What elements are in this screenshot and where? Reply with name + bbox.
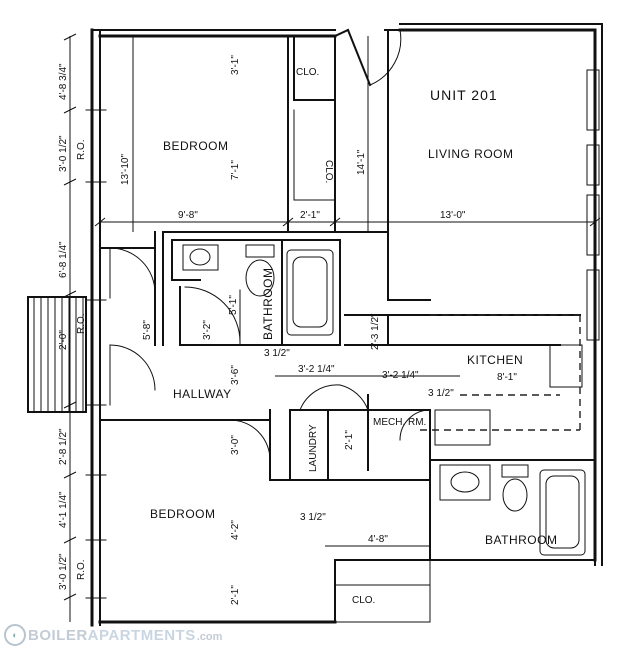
laundry-label: LAUNDRY [308, 424, 319, 472]
bedroom-top-label: BEDROOM [163, 139, 229, 153]
dim-left-3: 6'-8 1/4" [58, 241, 69, 278]
dim-bed2-4-2: 4'-2" [230, 520, 241, 540]
dim-living-height: 14'-1" [356, 149, 367, 175]
logo-ring-icon: ◐ [4, 624, 26, 646]
dimension-labels: 9'-8" 2'-1" 13'-0" 8'-1" 3'-2 1/4" 3'-2 … [58, 55, 517, 605]
bedroom-doors [99, 247, 271, 421]
bathroom-right-label: BATHROOM [485, 533, 557, 547]
exterior-walls [90, 23, 603, 627]
dim-bed2-3-0: 3'-0" [230, 435, 241, 455]
dim-bed-height: 13'-10" [120, 154, 131, 185]
dim-clo-7-1: 7'-1" [230, 160, 241, 180]
dim-left-7-ro: R.O. [76, 559, 87, 580]
bedroom-bottom-label: BEDROOM [150, 507, 216, 521]
dim-bed2-2-1: 2'-1" [230, 585, 241, 605]
kitchen-walls [344, 299, 583, 446]
closet-bottom-label: CLO. [352, 595, 375, 606]
dim-left-7: 3'-0 1/2" [58, 553, 69, 590]
unit-title: UNIT 201 [430, 87, 498, 103]
dim-hall-3-6: 3'-6" [230, 365, 241, 385]
closet-top-small-label: CLO. [296, 67, 319, 78]
kitchen-label: KITCHEN [467, 353, 523, 367]
laundry-mech-walls [269, 384, 431, 561]
dim-living-width: 13'-0" [440, 210, 466, 221]
dim-left-4: 2'-0" [58, 330, 69, 350]
living-room-walls [334, 29, 389, 301]
dim-left-4-ro: R.O. [76, 313, 87, 334]
dim-kitchen-8-1: 8'-1" [497, 372, 517, 383]
right-window-marks [586, 69, 600, 341]
left-window-marks [85, 109, 107, 599]
watermark-logo: ◐ BOILERAPARTMENTS .com [4, 622, 222, 648]
closet-top-tall-label: CLO. [323, 160, 334, 183]
bathroom-center-walls [171, 239, 341, 346]
closets-top [287, 35, 336, 233]
dim-mech-2-1: 2'-1" [344, 430, 355, 450]
dim-clo-width: 2'-1" [300, 210, 320, 221]
dim-half-c: 3 1/2" [264, 348, 290, 359]
dim-half-a: 3 1/2" [300, 512, 326, 523]
dim-clo-3-1: 3'-1" [230, 55, 241, 75]
logo-domain: .com [196, 631, 223, 643]
dim-half-b: 3 1/2" [428, 388, 454, 399]
logo-brand: BOILERAPARTMENTS [28, 626, 196, 644]
dim-clo2-4-8: 4'-8" [368, 534, 388, 545]
dim-bath-5-1: 5'-1" [228, 295, 239, 315]
dim-hall-3-2-a: 3'-2 1/4" [298, 364, 335, 375]
dim-bath-3-2: 3'-2" [202, 320, 213, 340]
dim-left-1: 4'-8 3/4" [58, 63, 69, 100]
dim-left-6: 4'-1 1/4" [58, 491, 69, 528]
bedroom-top-walls [99, 231, 336, 346]
bathroom-center-label: BATHROOM [261, 268, 275, 340]
dim-left-5: 2'-8 1/2" [58, 428, 69, 465]
mech-room-label: MECH. RM. [373, 417, 426, 428]
bathroom-right-walls [429, 459, 596, 566]
living-room-label: LIVING ROOM [428, 147, 514, 161]
room-labels: UNIT 201 BEDROOM LIVING ROOM KITCHEN HAL… [150, 67, 557, 606]
dim-kitchen-2-3: 2'-3 1/2" [370, 313, 381, 350]
closet-bottom [334, 559, 431, 623]
left-dimension-line [63, 33, 77, 622]
dim-hall-5-8: 5'-8" [142, 320, 153, 340]
dim-bed-width: 9'-8" [178, 210, 198, 221]
bedroom-bottom-walls [229, 419, 431, 623]
dim-left-2-ro: R.O. [76, 139, 87, 160]
balcony-stair [27, 296, 87, 413]
horizontal-dimension-lines [94, 36, 601, 547]
dim-hall-3-2-b: 3'-2 1/4" [382, 370, 419, 381]
hallway-label: HALLWAY [173, 387, 232, 401]
dim-left-2: 3'-0 1/2" [58, 135, 69, 172]
